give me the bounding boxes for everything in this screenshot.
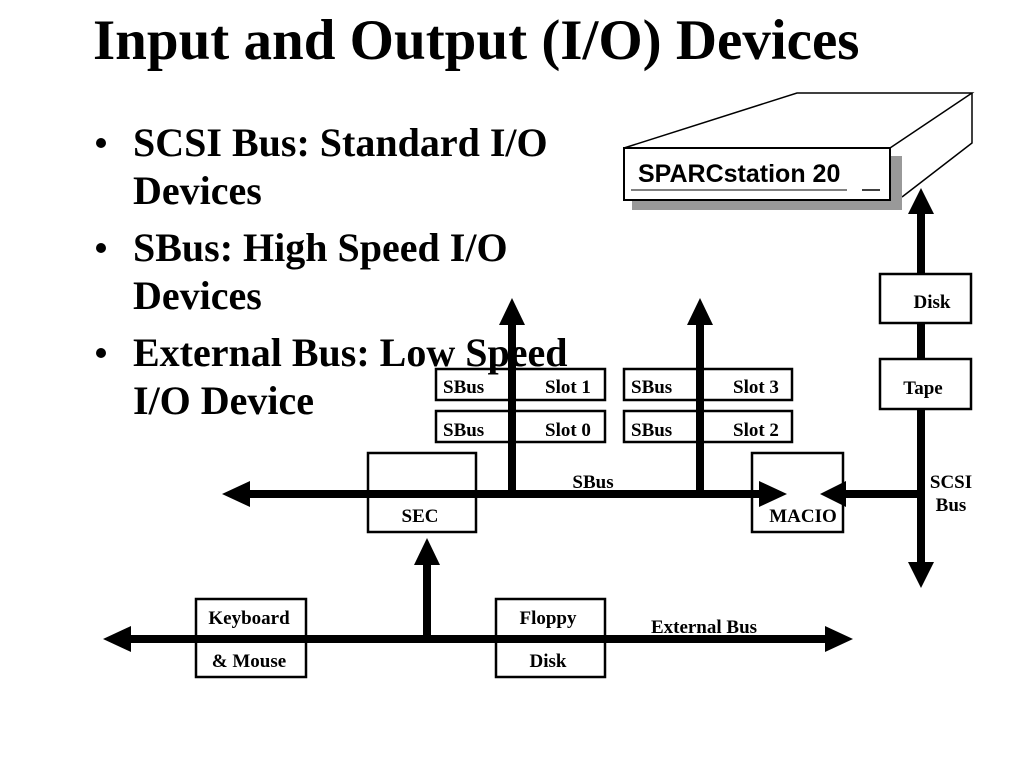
external-bus-left-arrowhead [103,626,131,652]
bullet-dot-icon [96,348,106,358]
sbus-right-riser-arrowhead [687,298,713,325]
scsi-bus-label: SCSI [930,472,972,493]
scsi-bus-label: Bus [936,495,967,516]
scsi-bus-up-arrowhead [908,188,934,214]
sbus-slot-2-box [622,409,794,444]
sbus-right-arrowhead [759,481,787,507]
chassis-front-panel [623,147,891,201]
scsi-disk-label: Disk [914,292,951,313]
sbus-slot-bus-label: SBus [443,377,484,398]
sparcstation-chassis: SPARCstation 20 [623,92,975,210]
keyboard-mouse-label: Keyboard [208,608,290,629]
bullet-text-line: External Bus: Low Speed [133,330,568,375]
sbus: SBus [222,298,787,507]
sbus-slot-number-label: Slot 3 [733,377,779,398]
chassis-top-face [623,92,975,149]
sbus-slot-3-box [622,367,794,402]
external-bus-label: External Bus [651,617,757,638]
external-to-sec-arrowhead [414,538,440,565]
scsi-tape-label: Tape [903,378,942,399]
bullet-dot-icon [96,243,106,253]
bullet-text-line: SCSI Bus: Standard I/O [133,120,548,165]
sec-label: SEC [402,506,439,527]
chassis-right-edge [901,93,973,198]
sbus-slot-bus-label: SBus [443,420,484,441]
scsi-disk-box [878,272,973,325]
bullet-item-sbus: SBus: High Speed I/O Devices [0,224,568,320]
sbus-slots [434,367,794,444]
bullet-text-line: SBus: High Speed I/O [133,225,508,270]
external-bus-right-arrowhead [825,626,853,652]
sbus-slot-bus-label: SBus [631,377,672,398]
sbus-slot-1-box [434,367,607,402]
macio-label: MACIO [769,506,837,527]
bullet-dot-icon [96,138,106,148]
bullet-text-line: Devices [133,273,262,318]
scsi-bus-down-arrowhead [908,562,934,588]
sbus-slot-number-label: Slot 0 [545,420,591,441]
sbus-slot-bus-label: SBus [631,420,672,441]
sbus-label: SBus [572,472,613,493]
sbus-left-riser-arrowhead [499,298,525,325]
sbus-left-arrowhead [222,481,250,507]
sbus-slot-0-box [434,409,607,444]
keyboard-mouse-label: & Mouse [212,651,286,672]
bullet-text-line: Devices [133,168,262,213]
bullet-item-external-bus: External Bus: Low Speed I/O Device [0,329,568,425]
bullet-item-scsi: SCSI Bus: Standard I/O Devices [0,119,568,215]
floppy-disk-label: Floppy [519,608,577,629]
workstation-label: SPARCstation 20 [638,160,840,188]
bullet-list: SCSI Bus: Standard I/O Devices SBus: Hig… [0,119,568,434]
external-bus: Keyboard & Mouse Floppy Disk External Bu… [103,538,853,679]
slide-title: Input and Output (I/O) Devices [93,9,860,72]
scsi-bus: Disk Tape SCSI Bus [878,188,973,588]
floppy-disk-label: Disk [530,651,567,672]
scsi-tape-box [878,357,973,411]
sbus-slot-number-label: Slot 1 [545,377,591,398]
sbus-slot-number-label: Slot 2 [733,420,779,441]
scsi-to-macio-arrowhead [820,481,846,507]
bullet-text-line: I/O Device [133,378,315,423]
